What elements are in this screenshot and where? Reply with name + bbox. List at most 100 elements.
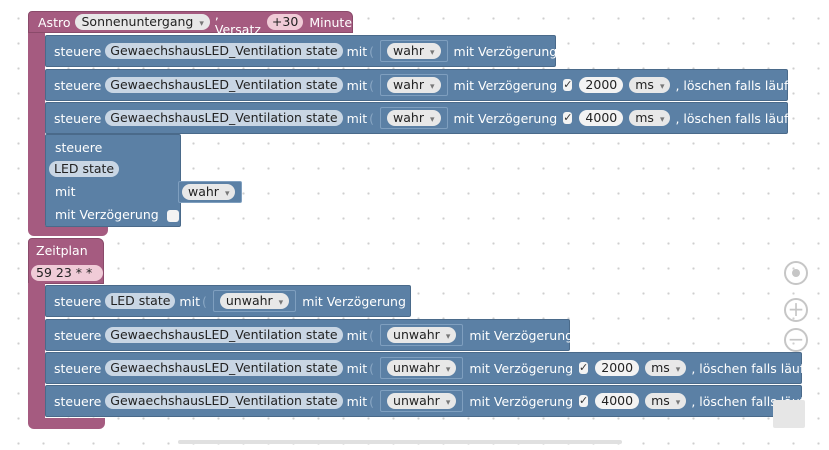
astro-block-foot xyxy=(28,226,108,236)
zoom-in-icon[interactable]: + xyxy=(784,298,808,322)
control-block[interactable]: steuere GewaechshausLED_Ventilation stat… xyxy=(45,319,573,351)
astro-event-dropdown[interactable]: Sonnenuntergang▾ xyxy=(75,14,210,30)
state-target[interactable]: GewaechshausLED_Ventilation state xyxy=(105,110,343,126)
state-target[interactable]: GewaechshausLED_Ventilation state xyxy=(105,393,343,409)
chevron-down-icon: ▾ xyxy=(224,189,230,199)
cron-input[interactable]: 59 23 * * * xyxy=(31,265,103,296)
mit-label: mit xyxy=(346,77,368,93)
mit-label: mit xyxy=(346,43,368,59)
value-block[interactable]: wahr▾ xyxy=(380,107,448,129)
value-socket-icon: ( xyxy=(369,77,375,93)
mit-label: mit xyxy=(346,327,368,343)
chevron-down-icon: ▾ xyxy=(278,298,284,308)
value-socket-icon: ( xyxy=(369,360,375,376)
value-dropdown[interactable]: wahr▾ xyxy=(387,43,441,59)
value-dropdown[interactable]: unwahr▾ xyxy=(387,327,457,343)
delay-label: mit Verzögerung xyxy=(453,77,558,93)
state-target[interactable]: GewaechshausLED_Ventilation state xyxy=(105,43,343,59)
chevron-down-icon: ▾ xyxy=(429,82,435,92)
schedule-block-spine xyxy=(28,283,45,423)
value-block[interactable]: wahr▾ xyxy=(380,40,448,62)
recenter-icon[interactable] xyxy=(784,261,808,285)
value-block[interactable]: wahr▾ xyxy=(178,181,242,203)
chevron-down-icon: ▾ xyxy=(445,365,451,375)
steuere-label: steuere xyxy=(54,110,102,126)
delay-ms-input[interactable]: 2000 xyxy=(595,360,640,376)
schedule-block-foot xyxy=(28,418,105,429)
control-block[interactable]: steuere GewaechshausLED_Ventilation stat… xyxy=(45,385,809,417)
delay-label: mit Verzögerung xyxy=(469,360,574,376)
chevron-down-icon: ▾ xyxy=(659,82,665,92)
delay-unit-dropdown[interactable]: ms▾ xyxy=(629,77,671,93)
value-block[interactable]: wahr▾ xyxy=(380,74,448,96)
delay-ms-input[interactable]: 4000 xyxy=(595,393,640,409)
delay-checkbox[interactable]: ✓ xyxy=(563,79,573,91)
check-icon: ✓ xyxy=(579,394,589,407)
control-block-vertical[interactable]: LED state steuere LED state mit mit Verz… xyxy=(45,134,181,227)
value-dropdown[interactable]: unwahr▾ xyxy=(387,393,457,409)
value-block[interactable]: unwahr▾ xyxy=(380,390,464,412)
delay-label: mit Verzögerung xyxy=(453,43,558,59)
chevron-down-icon: ▾ xyxy=(659,115,665,125)
value-dropdown[interactable]: wahr▾ xyxy=(387,110,441,126)
delay-checkbox[interactable]: ✓ xyxy=(563,112,573,124)
value-block[interactable]: unwahr▾ xyxy=(212,290,297,312)
astro-label: Astro xyxy=(38,14,71,30)
value-socket-icon: ( xyxy=(369,393,375,409)
steuere-label: steuere xyxy=(54,77,102,93)
value-socket-icon: ( xyxy=(369,110,375,126)
delay-checkbox[interactable]: ✓ xyxy=(579,394,589,407)
clear-label: , löschen falls läuft xyxy=(675,77,794,93)
chevron-down-icon: ▾ xyxy=(199,19,204,29)
state-target[interactable]: LED state xyxy=(49,161,120,177)
zoom-out-icon[interactable]: − xyxy=(784,328,808,352)
steuere-label: steuere xyxy=(54,43,102,59)
delay-checkbox[interactable]: ✓ xyxy=(579,361,589,374)
control-block[interactable]: steuere GewaechshausLED_Ventilation stat… xyxy=(45,352,809,384)
chevron-down-icon: ▾ xyxy=(429,48,435,58)
value-block[interactable]: unwahr▾ xyxy=(380,357,464,379)
chevron-down-icon: ▾ xyxy=(429,115,435,125)
trash-icon[interactable] xyxy=(773,400,805,428)
state-target[interactable]: GewaechshausLED_Ventilation state xyxy=(105,360,343,376)
control-block[interactable]: steuere GewaechshausLED_Ventilation stat… xyxy=(45,35,558,67)
mit-label: mit xyxy=(179,293,200,309)
chevron-down-icon: ▾ xyxy=(445,332,451,342)
steuere-label: steuere xyxy=(54,293,102,309)
delay-label: mit Verzögerung xyxy=(453,110,558,126)
delay-label: mit Verzögerung xyxy=(469,393,574,409)
delay-unit-dropdown[interactable]: ms▾ xyxy=(629,110,671,126)
value-dropdown[interactable]: unwahr▾ xyxy=(387,360,457,376)
steuere-label: steuere xyxy=(54,360,102,376)
delay-label: mit Verzögerung xyxy=(55,207,159,222)
check-icon: ✓ xyxy=(579,361,589,374)
control-block[interactable]: steuere LED state mit ( unwahr▾ mit Verz… xyxy=(45,285,411,317)
chevron-down-icon: ▾ xyxy=(445,398,451,408)
delay-ms-input[interactable]: 4000 xyxy=(579,110,624,126)
delay-ms-input[interactable]: 2000 xyxy=(579,77,624,93)
value-block[interactable]: unwahr▾ xyxy=(380,324,464,346)
control-block[interactable]: steuere GewaechshausLED_Ventilation stat… xyxy=(45,69,793,101)
astro-offset-input[interactable]: +30 xyxy=(266,14,304,30)
astro-offset-label: , Versatz xyxy=(214,7,261,37)
mit-label: mit xyxy=(346,360,368,376)
steuere-label: steuere xyxy=(54,327,102,343)
delay-unit-dropdown[interactable]: ms▾ xyxy=(645,360,687,376)
mit-label: mit xyxy=(346,110,368,126)
schedule-label: Zeitplan xyxy=(36,243,88,258)
delay-checkbox[interactable] xyxy=(166,209,179,222)
control-block[interactable]: steuere GewaechshausLED_Ventilation stat… xyxy=(45,102,793,134)
state-target[interactable]: GewaechshausLED_Ventilation state xyxy=(105,77,343,93)
state-target[interactable]: GewaechshausLED_Ventilation state xyxy=(105,327,343,343)
astro-trigger-block[interactable]: Astro Sonnenuntergang▾ , Versatz +30 Min… xyxy=(28,7,360,37)
horizontal-scrollbar[interactable] xyxy=(178,440,622,444)
value-dropdown[interactable]: unwahr▾ xyxy=(219,293,290,309)
value-dropdown[interactable]: wahr▾ xyxy=(182,184,236,200)
value-dropdown[interactable]: wahr▾ xyxy=(387,77,441,93)
schedule-trigger-block[interactable]: Zeitplan 59 23 * * * xyxy=(28,238,104,296)
state-target[interactable]: LED state xyxy=(105,293,176,309)
delay-unit-dropdown[interactable]: ms▾ xyxy=(645,393,687,409)
value-socket-icon: ( xyxy=(369,43,375,59)
clear-label: , löschen falls läuft xyxy=(691,360,809,376)
steuere-label: steuere xyxy=(55,140,103,155)
